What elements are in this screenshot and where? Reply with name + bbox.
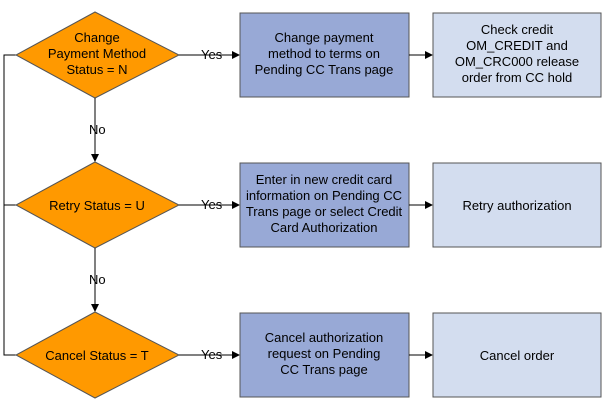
- arrow-head: [232, 351, 240, 359]
- arrow-head: [425, 201, 433, 209]
- decision-text-line: Retry Status = U: [49, 198, 145, 213]
- action-text-line: Pending CC Trans page: [255, 62, 394, 77]
- result-text-line: Retry authorization: [462, 198, 571, 213]
- action-text-line: Cancel authorization: [265, 330, 384, 345]
- action-text-line: method to terms on: [268, 46, 380, 61]
- action-box: [239, 162, 410, 248]
- left-return-line: [3, 54, 16, 356]
- action-text-line: Change payment: [274, 30, 373, 45]
- decision-text-line: Cancel Status = T: [45, 348, 149, 363]
- arrow-head: [425, 351, 433, 359]
- action-text-line: Enter in new credit card: [256, 172, 393, 187]
- result-text-line: OM_CRC000 release: [455, 54, 579, 69]
- result-box: [432, 12, 602, 98]
- action-text-line: request on Pending: [268, 346, 381, 361]
- row-2: Retry Status = U Yes Enter in new credit…: [14, 161, 602, 249]
- action-text-line: Card Authorization: [271, 220, 378, 235]
- result-box: [432, 162, 602, 248]
- arrow-head: [91, 304, 99, 312]
- yes-label: Yes: [201, 47, 223, 62]
- decision-diamond: [14, 311, 181, 399]
- arrow-head: [91, 154, 99, 162]
- yes-label: Yes: [201, 347, 223, 362]
- decision-text-line: Change: [74, 30, 120, 45]
- no-label: No: [89, 122, 106, 137]
- action-text-line: Trans page or select Credit: [246, 204, 403, 219]
- result-text-line: order from CC hold: [462, 70, 573, 85]
- arrow-head: [232, 201, 240, 209]
- action-text-line: information on Pending CC: [246, 188, 402, 203]
- result-text-line: Check credit: [481, 22, 554, 37]
- result-box: [432, 312, 602, 398]
- result-text-line: Cancel order: [480, 348, 555, 363]
- action-box: [239, 12, 410, 98]
- decision-text-line: Payment Method: [48, 46, 146, 61]
- decision-text-line: Status = N: [66, 62, 127, 77]
- row-3: Cancel Status = T Yes Cancel authorizati…: [14, 311, 602, 399]
- arrow-head: [232, 51, 240, 59]
- result-text-line: OM_CREDIT and: [466, 38, 568, 53]
- arrow-head: [425, 51, 433, 59]
- action-text-line: CC Trans page: [280, 362, 367, 377]
- action-box: [239, 312, 410, 398]
- yes-label: Yes: [201, 197, 223, 212]
- no-label: No: [89, 272, 106, 287]
- row-1: Change Payment Method Status = N Yes Cha…: [14, 11, 602, 99]
